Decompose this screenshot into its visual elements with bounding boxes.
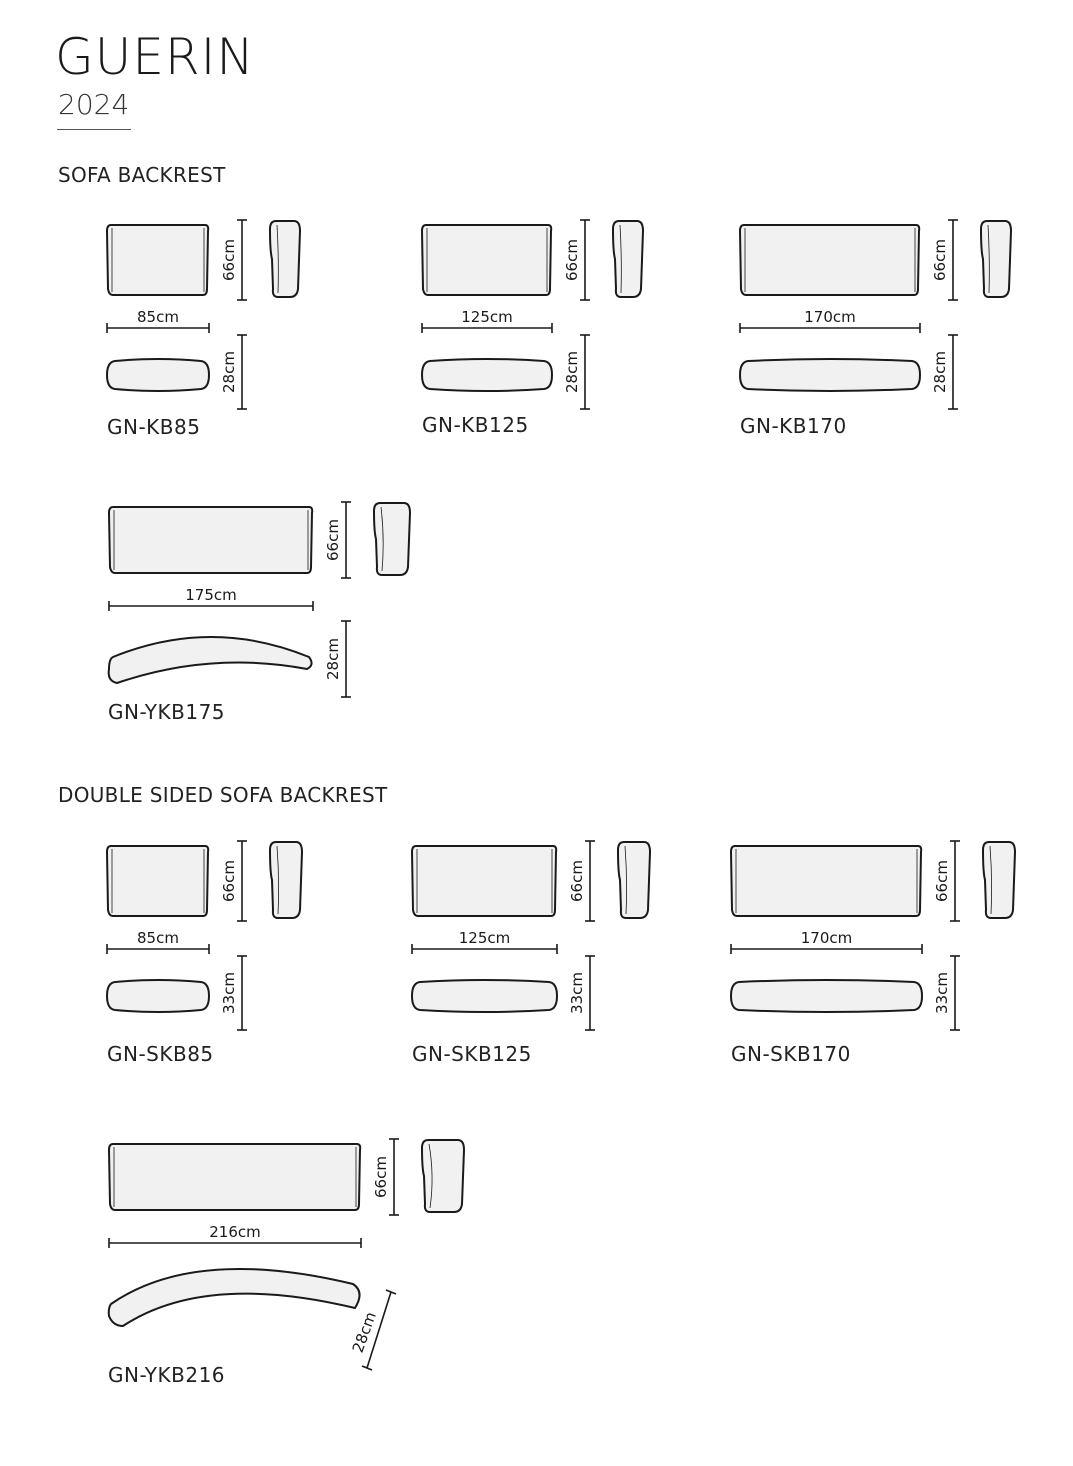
side-seam	[987, 224, 990, 294]
width-dimension-label: 216cm	[209, 1223, 261, 1241]
product-drawing: 66cm 85cm 33cm	[105, 840, 304, 1031]
depth-dimension-label: 28cm	[220, 351, 238, 393]
front-view	[738, 224, 921, 296]
product-code: GN-YKB216	[108, 1363, 226, 1387]
side-profile	[372, 502, 412, 576]
brand-title: GUERIN	[55, 28, 255, 86]
side-profile	[981, 841, 1017, 919]
product-gn-ykb175: 66cm 175cm 28cm GN-YKB175	[107, 497, 437, 757]
product-drawing: 66cm 125cm 28cm	[420, 219, 645, 410]
section-title-sofa-backrest: SOFA BACKREST	[58, 163, 226, 187]
product-drawing: 66cm 175cm 28cm	[107, 501, 412, 698]
height-dimension-label: 66cm	[931, 239, 949, 281]
product-gn-kb170: 66cm 170cm 28cm GN-KB170	[738, 215, 1068, 475]
top-view	[729, 979, 924, 1013]
depth-dimension-label: 28cm	[931, 351, 949, 393]
width-dimension-label: 85cm	[137, 929, 179, 947]
height-dimension-label: 66cm	[220, 239, 238, 281]
front-view	[410, 845, 558, 917]
product-code: GN-KB85	[107, 415, 201, 439]
depth-dimension-line	[366, 1291, 392, 1369]
depth-dimension-label: 28cm	[349, 1310, 380, 1356]
height-dimension-label: 66cm	[568, 860, 586, 902]
width-dimension-label: 85cm	[137, 308, 179, 326]
height-dimension-label: 66cm	[220, 860, 238, 902]
height-dimension-label: 66cm	[372, 1156, 390, 1198]
width-dimension-label: 175cm	[185, 586, 237, 604]
width-dimension-label: 170cm	[804, 308, 856, 326]
height-dimension-label: 66cm	[563, 239, 581, 281]
width-dimension-label: 125cm	[461, 308, 513, 326]
depth-dimension-cap-bottom	[361, 1365, 373, 1371]
product-gn-skb85: 66cm 85cm 33cm GN-SKB85	[105, 836, 435, 1096]
product-code: GN-SKB170	[731, 1042, 851, 1066]
width-dimension-label: 170cm	[801, 929, 853, 947]
product-drawing: 66cm 170cm 28cm	[738, 219, 1013, 410]
front-view	[420, 224, 553, 296]
product-code: GN-SKB125	[412, 1042, 532, 1066]
top-view	[107, 636, 313, 685]
side-profile	[268, 841, 304, 919]
product-gn-skb170: 66cm 170cm 33cm GN-SKB170	[729, 836, 1059, 1096]
front-view	[105, 845, 210, 917]
product-code: GN-KB125	[422, 413, 529, 437]
side-profile	[611, 220, 645, 298]
product-code: GN-YKB175	[108, 700, 226, 724]
product-gn-kb85: 66cm 85cm 28cm GN-KB85	[105, 215, 435, 475]
side-profile	[420, 1139, 466, 1213]
side-profile	[268, 220, 302, 298]
product-code: GN-KB170	[740, 414, 847, 438]
product-gn-ykb216: 66cm 216cm 28cm GN-YKB216	[107, 1134, 466, 1394]
width-dimension-label: 125cm	[459, 929, 511, 947]
product-gn-skb125: 66cm 125cm 33cm GN-SKB125	[410, 836, 740, 1096]
side-seam	[989, 845, 992, 915]
side-seam	[624, 845, 627, 915]
side-seam	[619, 224, 622, 294]
depth-dimension-label: 33cm	[220, 972, 238, 1014]
top-view	[105, 979, 211, 1013]
top-view	[107, 1267, 361, 1328]
front-view	[105, 224, 210, 296]
side-seam	[276, 224, 279, 294]
side-profile	[979, 220, 1013, 298]
side-profile	[616, 841, 652, 919]
side-seam	[428, 1143, 433, 1209]
front-view	[729, 845, 923, 917]
side-seam	[380, 506, 384, 572]
product-drawing: 66cm 85cm 28cm	[105, 219, 302, 410]
product-drawing: 66cm 216cm 28cm	[107, 1138, 466, 1371]
top-view	[410, 979, 559, 1013]
product-code: GN-SKB85	[107, 1042, 214, 1066]
catalog-year: 2024	[58, 88, 130, 121]
height-dimension-label: 66cm	[933, 860, 951, 902]
section-title-double-sided: DOUBLE SIDED SOFA BACKREST	[58, 783, 388, 807]
product-drawing: 66cm 125cm 33cm	[410, 840, 652, 1031]
front-view	[107, 506, 314, 574]
depth-dimension-label: 33cm	[568, 972, 586, 1014]
top-view	[420, 358, 554, 392]
top-view	[738, 358, 922, 392]
title-divider	[57, 129, 131, 130]
top-view	[105, 358, 211, 392]
side-seam	[276, 845, 279, 915]
depth-dimension-label: 33cm	[933, 972, 951, 1014]
product-drawing: 66cm 170cm 33cm	[729, 840, 1017, 1031]
depth-dimension-cap-top	[385, 1289, 397, 1295]
product-gn-kb125: 66cm 125cm 28cm GN-KB125	[420, 215, 750, 475]
height-dimension-label: 66cm	[324, 519, 342, 561]
depth-dimension-label: 28cm	[563, 351, 581, 393]
front-view	[107, 1143, 362, 1211]
depth-dimension-label: 28cm	[324, 638, 342, 680]
